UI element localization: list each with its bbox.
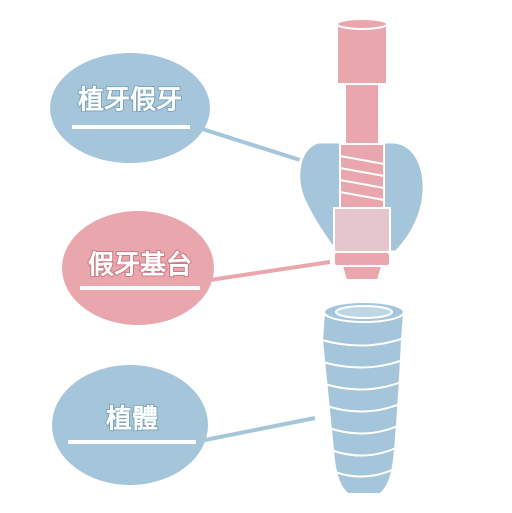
implant-label-bubble: 植體 (52, 365, 208, 485)
implant-label: 植體 (106, 405, 158, 435)
abutment-connector-line (209, 260, 331, 282)
abutment-screw (336, 18, 388, 209)
abutment-base (333, 207, 391, 281)
crown-label: 植牙假牙 (78, 86, 182, 116)
crown-connector-line (195, 125, 301, 162)
implant-body (320, 301, 406, 495)
crown-label-bubble: 植牙假牙 (50, 53, 210, 163)
abutment-label-bubble: 假牙基台 (62, 211, 214, 325)
implant-connector-line (204, 416, 316, 442)
abutment-label: 假牙基台 (88, 250, 192, 281)
